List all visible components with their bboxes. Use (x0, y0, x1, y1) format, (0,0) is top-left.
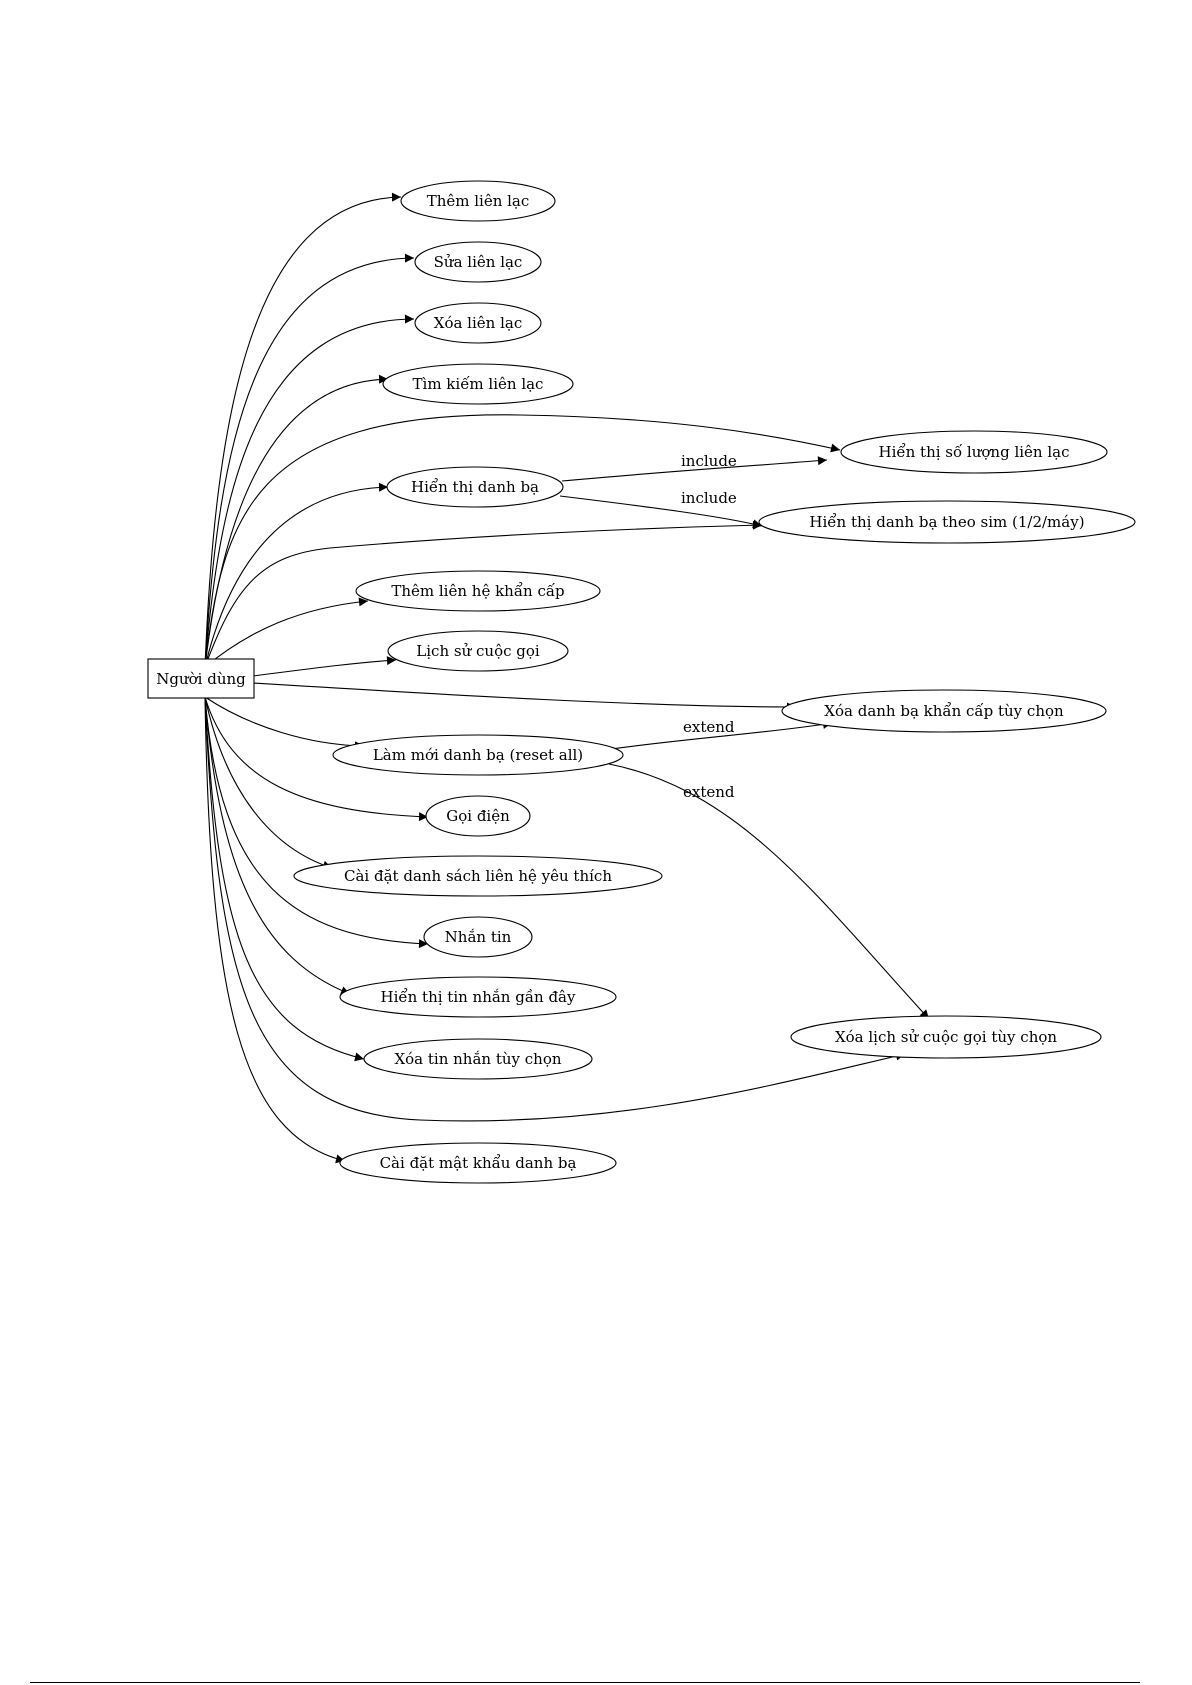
relation-label-include-1: include (681, 452, 737, 470)
relation-label-extend-2: extend (683, 783, 735, 801)
actor-box (147, 658, 255, 699)
use-case-label: Xóa danh bạ khẩn cấp tùy chọn (824, 702, 1064, 720)
edge-user-timkiem (204, 374, 389, 668)
use-case-label: Hiển thị số lượng liên lạc (879, 443, 1070, 461)
use-case-label: Tìm kiếm liên lạc (413, 375, 544, 393)
relation-label-extend-1: extend (683, 718, 735, 736)
edge-user-themkhancap (204, 597, 369, 668)
use-case-yeuthich[interactable]: Cài đặt danh sách liên hệ yêu thích (293, 855, 663, 897)
edge-user-lichsu (252, 656, 397, 677)
use-case-themkhancap[interactable]: Thêm liên hệ khẩn cấp (355, 570, 601, 612)
use-case-hienthi-soluong[interactable]: Hiển thị số lượng liên lạc (840, 430, 1108, 474)
edge-user-nhantin (204, 696, 429, 949)
edge-user-matkhau (204, 696, 346, 1164)
use-case-matkhau[interactable]: Cài đặt mật khẩu danh bạ (339, 1142, 617, 1184)
use-case-xoalichsu[interactable]: Xóa lịch sử cuộc gọi tùy chọn (790, 1015, 1102, 1059)
use-case-hienthi-danhba[interactable]: Hiển thị danh bạ (386, 466, 564, 508)
edge-extend-xoalichsu (608, 763, 930, 1020)
use-case-sua[interactable]: Sửa liên lạc (414, 241, 542, 283)
edge-user-xoatinnhan (204, 696, 365, 1062)
use-case-label: Cài đặt mật khẩu danh bạ (380, 1154, 577, 1172)
use-case-nhantin[interactable]: Nhắn tin (423, 916, 533, 958)
use-case-tinnhangan[interactable]: Hiển thị tin nhắn gần đây (339, 976, 617, 1018)
relation-edges: include include extend extend (559, 452, 930, 1020)
edge-user-xoalichsu (204, 696, 906, 1122)
relation-label-include-2: include (681, 489, 737, 507)
use-case-xoa[interactable]: Xóa liên lạc (414, 302, 542, 344)
use-case-lammoi[interactable]: Làm mới danh bạ (reset all) (332, 734, 624, 776)
use-case-xoakhancap[interactable]: Xóa danh bạ khẩn cấp tùy chọn (781, 689, 1107, 733)
edge-user-sua (204, 253, 415, 668)
use-case-label: Nhắn tin (445, 928, 512, 946)
use-case-label: Sửa liên lạc (434, 253, 523, 271)
use-case-label: Thêm liên hệ khẩn cấp (391, 582, 564, 600)
use-case-label: Cài đặt danh sách liên hệ yêu thích (344, 867, 612, 885)
use-case-label: Xóa tin nhắn tùy chọn (394, 1050, 561, 1068)
edge-user-them (204, 192, 402, 668)
use-case-label: Hiển thị danh bạ (411, 478, 539, 496)
edge-include-soluong (561, 456, 828, 482)
actor-edges (204, 192, 906, 1164)
use-case-label: Lịch sử cuộc gọi (416, 642, 540, 660)
page-bottom-rule (30, 1682, 1140, 1683)
actor-user[interactable]: Người dùng (147, 658, 255, 699)
use-case-label: Xóa liên lạc (434, 314, 522, 332)
use-case-xoatinnhan[interactable]: Xóa tin nhắn tùy chọn (363, 1038, 593, 1080)
use-case-timkiem[interactable]: Tìm kiếm liên lạc (382, 363, 574, 405)
edge-include-sim (559, 495, 763, 529)
edge-user-hienthi-danhba (204, 482, 389, 668)
use-case-label: Thêm liên lạc (427, 192, 530, 210)
use-case-them[interactable]: Thêm liên lạc (400, 180, 556, 222)
edge-user-lammoi (204, 696, 365, 751)
edge-user-yeuthich (204, 696, 333, 870)
edge-user-xoa (204, 314, 415, 668)
edge-user-hienthi-soluong (204, 414, 841, 668)
edge-user-xoakhancap (252, 682, 797, 712)
use-case-label: Làm mới danh bạ (reset all) (373, 746, 583, 764)
use-case-nodes: Thêm liên lạc Sửa liên lạc Xóa liên lạc … (293, 180, 1136, 1184)
use-case-label: Xóa lịch sử cuộc gọi tùy chọn (835, 1028, 1057, 1046)
edge-extend-xoakhancap (611, 719, 833, 750)
edge-user-hienthi-sim (204, 520, 763, 668)
use-case-hienthi-sim[interactable]: Hiển thị danh bạ theo sim (1/2/máy) (758, 500, 1136, 544)
actor-label: Người dùng (156, 670, 246, 688)
use-case-label: Hiển thị tin nhắn gần đây (381, 988, 577, 1006)
use-case-label: Hiển thị danh bạ theo sim (1/2/máy) (809, 513, 1084, 531)
use-case-goidien[interactable]: Gọi điện (425, 795, 531, 837)
edge-user-goidien (204, 696, 429, 822)
use-case-label: Gọi điện (446, 807, 510, 825)
use-case-lichsu[interactable]: Lịch sử cuộc gọi (387, 630, 569, 672)
edge-user-tinnhangan (204, 696, 351, 995)
